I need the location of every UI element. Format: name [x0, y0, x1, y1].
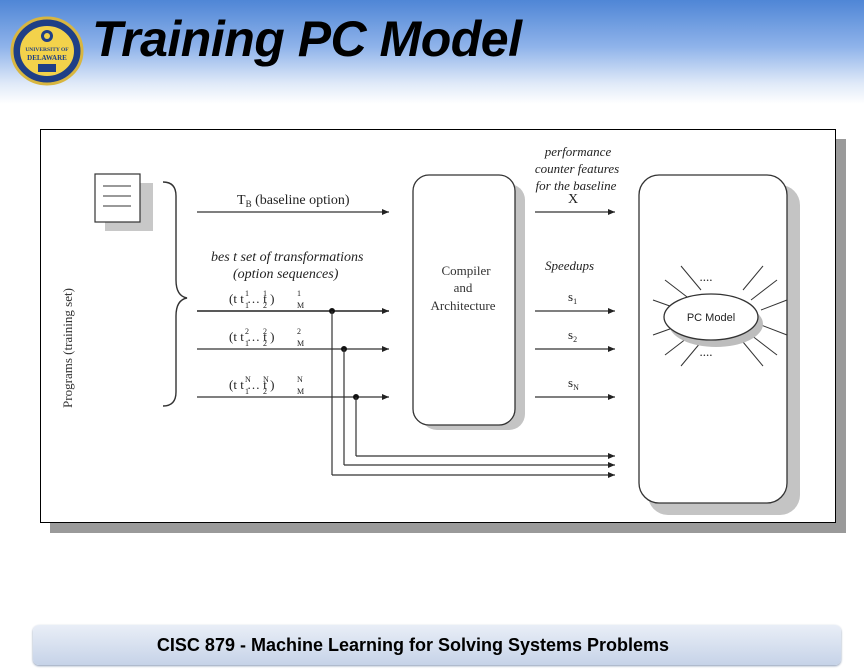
svg-text:1: 1: [245, 301, 249, 310]
svg-text:(t t … t ): (t t … t ): [229, 377, 275, 392]
svg-text:(t t … t ): (t t … t ): [229, 329, 275, 344]
pc-model-dots-bottom: ....: [700, 344, 713, 359]
svg-text:1: 1: [245, 289, 249, 298]
svg-text:M: M: [297, 301, 304, 310]
perf-line1: performance: [544, 144, 612, 159]
s2-label: s2: [568, 327, 577, 344]
seq1-label: (t t … t ) 1 1 1 2 1 M: [229, 289, 304, 310]
perf-line3: for the baseline: [536, 178, 617, 193]
svg-text:N: N: [263, 375, 269, 384]
best-set-line1: bes t set of transformations: [211, 250, 364, 265]
baseline-label: TB (baseline option): [237, 193, 350, 209]
svg-text:2: 2: [263, 301, 267, 310]
svg-text:1: 1: [297, 289, 301, 298]
svg-text:N: N: [297, 375, 303, 384]
logo-text-top: UNIVERSITY OF: [25, 47, 69, 53]
pc-model-ellipse: PC Model: [663, 293, 763, 347]
svg-text:M: M: [297, 339, 304, 348]
svg-text:2: 2: [245, 327, 249, 336]
programs-brace: [162, 181, 188, 407]
x-label: X: [568, 192, 578, 207]
best-set-line2: (option sequences): [233, 267, 339, 282]
svg-text:Compiler: Compiler: [441, 263, 491, 278]
svg-text:Architecture: Architecture: [431, 298, 496, 313]
svg-text:and: and: [454, 280, 473, 295]
sN-label: sN: [568, 375, 579, 392]
svg-text:1: 1: [245, 387, 249, 396]
footer-text: CISC 879 - Machine Learning for Solving …: [156, 635, 670, 655]
document-icon: [94, 173, 153, 231]
logo-text-main: DELAWARE: [27, 54, 67, 62]
university-seal-icon: UNIVERSITY OF DELAWARE: [10, 16, 84, 86]
svg-text:2: 2: [297, 327, 301, 336]
svg-text:2: 2: [263, 339, 267, 348]
svg-text:M: M: [297, 387, 304, 396]
speedups-label: Speedups: [545, 258, 594, 273]
slide-header: UNIVERSITY OF DELAWARE Training PC Model: [0, 0, 864, 104]
training-data-lines: [329, 308, 615, 478]
seqN-label: (t t … t ) N 1 N 2 N M: [229, 375, 304, 396]
slide-footer: CISC 879 - Machine Learning for Solving …: [33, 625, 841, 665]
svg-text:PC Model: PC Model: [687, 312, 735, 324]
svg-text:2: 2: [263, 387, 267, 396]
svg-text:N: N: [245, 375, 251, 384]
pc-model-dots-top: ....: [700, 269, 713, 284]
slide-title: Training PC Model: [92, 11, 522, 67]
compiler-architecture-box: Compiler and Architecture: [412, 174, 525, 430]
svg-text:(t t … t ): (t t … t ): [229, 291, 275, 306]
diagram-frame: Programs (training set) TB (baseline opt…: [40, 129, 836, 523]
svg-text:1: 1: [263, 289, 267, 298]
perf-line2: counter features: [535, 161, 619, 176]
training-diagram: Programs (training set) TB (baseline opt…: [60, 144, 800, 515]
svg-text:2: 2: [263, 327, 267, 336]
seq2-label: (t t … t ) 2 1 2 2 2 M: [229, 327, 304, 348]
s1-label: s1: [568, 289, 577, 306]
programs-label: Programs (training set): [60, 288, 75, 408]
svg-text:1: 1: [245, 339, 249, 348]
